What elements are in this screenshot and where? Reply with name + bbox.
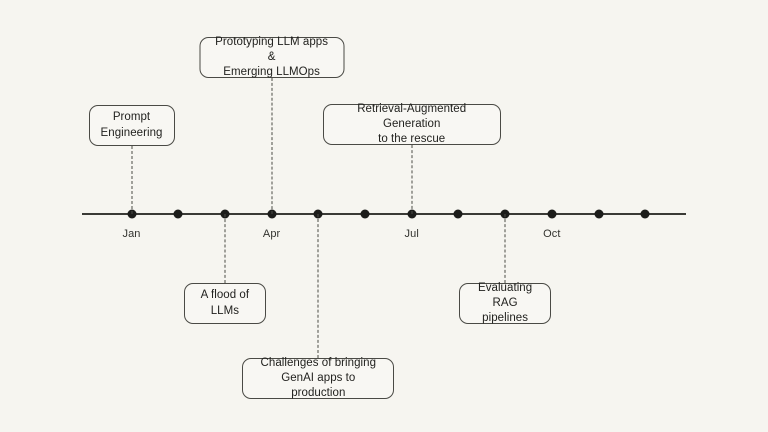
timeline-tick-dot[interactable] xyxy=(173,209,183,219)
month-label-apr: Apr xyxy=(262,228,281,240)
event-box-evaluating-rag-pipelines[interactable]: Evaluating RAG pipelines xyxy=(459,281,552,325)
connector-challenges-genai-production xyxy=(317,214,319,358)
timeline-axis-line xyxy=(82,213,686,215)
timeline-tick-dot[interactable] xyxy=(407,209,417,219)
connector-retrieval-augmented-generation xyxy=(411,145,413,214)
connector-a-flood-of-llms xyxy=(224,214,226,283)
timeline-tick-dot[interactable] xyxy=(547,209,557,219)
timeline-tick-dot[interactable] xyxy=(127,209,136,219)
event-label-challenges-genai-production: Challenges of bringing GenAI apps to pro… xyxy=(260,356,377,400)
month-label-jan: Jan xyxy=(122,228,141,240)
timeline-tick-dot[interactable] xyxy=(360,209,370,219)
month-label-oct: Oct xyxy=(543,228,561,240)
event-box-a-flood-of-llms[interactable]: A flood of LLMs xyxy=(183,283,266,324)
event-label-a-flood-of-llms: A flood of LLMs xyxy=(200,289,250,317)
connector-prototyping-llm-apps xyxy=(271,78,273,214)
connector-prompt-engineering xyxy=(131,146,132,214)
connector-evaluating-rag-pipelines xyxy=(504,214,506,283)
timeline-tick-dot[interactable] xyxy=(594,209,603,219)
event-box-prompt-engineering[interactable]: Prompt Engineering xyxy=(88,105,175,146)
timeline-tick-dot[interactable] xyxy=(640,209,650,219)
event-box-prototyping-llm-apps[interactable]: Prototyping LLM apps & Emerging LLMOps xyxy=(199,35,345,79)
event-box-challenges-genai-production[interactable]: Challenges of bringing GenAI apps to pro… xyxy=(242,356,395,400)
event-label-evaluating-rag-pipelines: Evaluating RAG pipelines xyxy=(477,281,533,325)
timeline-tick-dot[interactable] xyxy=(267,209,277,219)
timeline-tick-dot[interactable] xyxy=(453,209,463,219)
event-label-retrieval-augmented-generation: Retrieval-Augmented Generation to the re… xyxy=(357,102,467,146)
event-box-retrieval-augmented-generation[interactable]: Retrieval-Augmented Generation to the re… xyxy=(322,102,501,146)
event-label-prompt-engineering: Prompt Engineering xyxy=(100,111,163,139)
month-label-jul: Jul xyxy=(404,228,419,240)
event-label-prototyping-llm-apps: Prototyping LLM apps & Emerging LLMOps xyxy=(215,35,329,79)
